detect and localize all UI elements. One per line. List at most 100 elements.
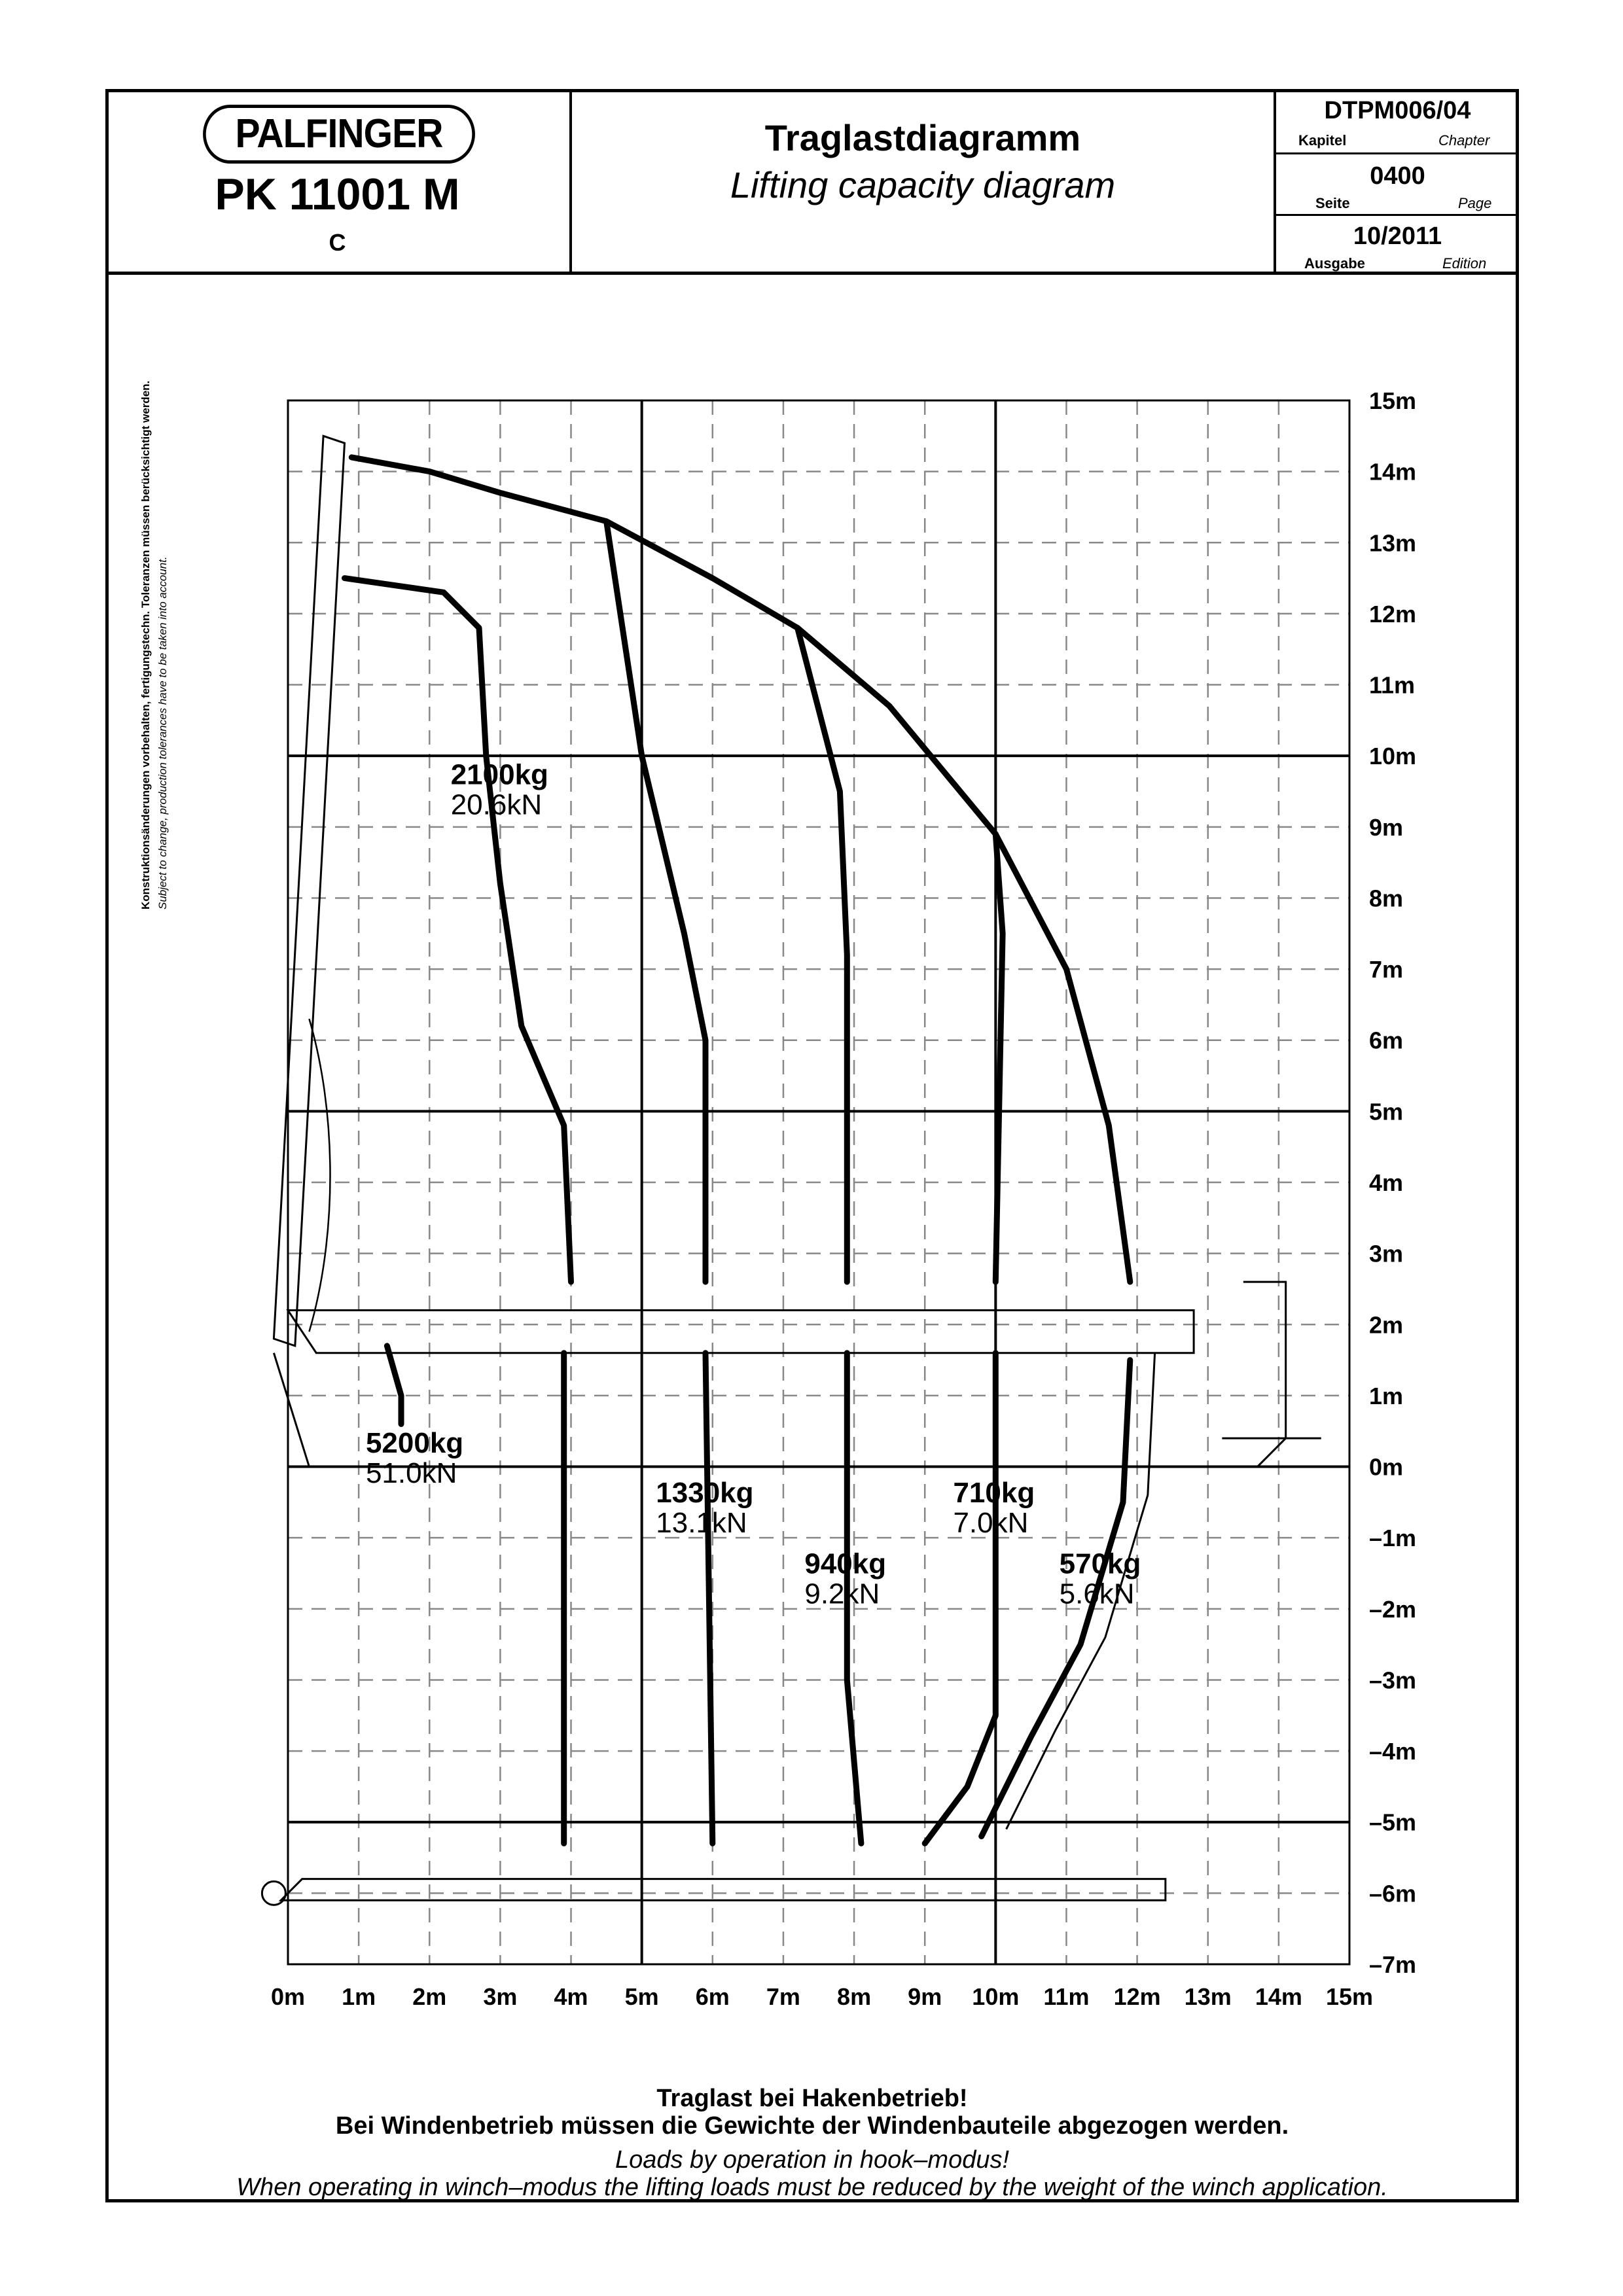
load-label-kn: 7.0kN: [953, 1507, 1028, 1539]
y-tick-label: 3m: [1369, 1241, 1403, 1267]
y-tick-label: 1m: [1369, 1383, 1403, 1409]
edition-number: 10/2011: [1353, 222, 1442, 250]
envelope-line: [348, 454, 1133, 1285]
x-tick-labels: 0m 1m 2m 3m 4m 5m 6m 7m 8m 9m 10m 11m 12m 13m 14m 15m: [271, 1983, 1373, 2010]
load-label-kn: 9.2kN: [804, 1578, 880, 1610]
note-de-line1: Traglast bei Hakenbetrieb!: [656, 2085, 968, 2112]
y-tick-label: 8m: [1369, 885, 1403, 911]
load-label-kn: 51.0kN: [366, 1457, 457, 1489]
load-label-kg: 710kg: [953, 1477, 1035, 1509]
x-tick-label: 2m: [412, 1983, 446, 2010]
y-tick-label: 11m: [1369, 672, 1415, 699]
chapter-label-en: Chapter: [1438, 132, 1490, 149]
y-tick-label: 7m: [1369, 956, 1403, 983]
load-label-kn: 20.6kN: [451, 789, 542, 821]
crane-stowed-base: [260, 1880, 287, 1906]
load-label-kn: 5.6kN: [1060, 1578, 1135, 1610]
x-tick-label: 10m: [972, 1983, 1019, 2010]
page-label-en: Page: [1458, 195, 1492, 211]
info-divider-1: [1275, 152, 1519, 154]
y-tick-label: 6m: [1369, 1027, 1403, 1054]
title-english: Lifting capacity diagram: [730, 164, 1116, 205]
x-tick-label: 12m: [1114, 1983, 1161, 2010]
info-divider-2: [1275, 214, 1519, 216]
x-tick-label: 6m: [696, 1983, 730, 2010]
y-tick-label: 5m: [1369, 1098, 1403, 1125]
x-tick-label: 15m: [1326, 1983, 1373, 2010]
y-tick-label: 12m: [1369, 601, 1416, 627]
load-label-kg: 940kg: [804, 1548, 886, 1580]
x-tick-label: 7m: [766, 1983, 800, 2010]
capacity-curve: [794, 625, 850, 1285]
header-divider-left: [569, 89, 572, 274]
y-tick-label: 2m: [1369, 1311, 1403, 1338]
y-tick-label: 9m: [1369, 814, 1403, 841]
crane-column-boom: [272, 434, 346, 1347]
edition-label-de: Ausgabe: [1304, 255, 1365, 272]
crane-rear-view: [1222, 1280, 1321, 1468]
x-tick-label: 8m: [837, 1983, 871, 2010]
envelope-curve: [348, 454, 1133, 1285]
y-tick-label: 15m: [1369, 387, 1416, 414]
load-label-kg: 1330kg: [656, 1477, 753, 1509]
y-tick-label: 14m: [1369, 459, 1416, 486]
document-frame: [105, 89, 1519, 2202]
lower-capacity-curve: [702, 1350, 716, 1846]
load-label-kn: 13.1kN: [656, 1507, 747, 1539]
grid-minor: [288, 400, 1349, 1964]
palfinger-logo: PALFINGER: [203, 105, 475, 164]
x-tick-label: 14m: [1255, 1983, 1302, 2010]
doc-number: DTPM006/04: [1324, 97, 1471, 124]
plot-border: [287, 399, 1351, 1966]
x-tick-label: 3m: [483, 1983, 517, 2010]
lower-capacity-curves: [561, 1350, 999, 1846]
crane-drawing: [260, 434, 1321, 1906]
y-tick-label: –1m: [1369, 1525, 1416, 1551]
capacity-curve: [978, 1357, 1133, 1839]
x-tick-label: 9m: [908, 1983, 942, 2010]
load-label-kg: 2100kg: [451, 759, 548, 791]
y-tick-label: –7m: [1369, 1951, 1416, 1978]
x-tick-label: 0m: [271, 1983, 305, 2010]
y-tick-label: 0m: [1369, 1454, 1403, 1481]
y-tick-label: –5m: [1369, 1809, 1416, 1836]
lower-capacity-curve: [844, 1350, 865, 1846]
x-tick-label: 5m: [625, 1983, 659, 2010]
capacity-curve: [603, 518, 709, 1285]
capacity-curve: [342, 575, 574, 1285]
y-tick-label: –3m: [1369, 1667, 1416, 1693]
slewing-arc: [308, 1018, 331, 1332]
crane-boom-horizontal: [286, 1309, 1195, 1354]
lower-capacity-curve: [921, 1350, 999, 1846]
page-label-de: Seite: [1315, 195, 1350, 211]
header-divider-right: [1274, 89, 1276, 274]
capacity-curve-thin: [1005, 1352, 1156, 1830]
y-tick-label: –4m: [1369, 1738, 1416, 1765]
load-label-kg: 5200kg: [366, 1427, 463, 1459]
note-en-line1: Loads by operation in hook–modus!: [615, 2146, 1010, 2174]
chapter-label-de: Kapitel: [1298, 132, 1347, 149]
x-tick-label: 1m: [342, 1983, 376, 2010]
note-en-line2: When operating in winch–modus the liftin…: [236, 2174, 1388, 2201]
y-tick-label: 4m: [1369, 1169, 1403, 1196]
x-tick-label: 4m: [554, 1983, 588, 2010]
load-label-kg: 570kg: [1060, 1548, 1141, 1580]
x-tick-label: 11m: [1043, 1983, 1089, 2010]
x-tick-label: 13m: [1185, 1983, 1232, 2010]
crane-boom-stowed: [278, 1878, 1167, 1901]
title-german: Traglastdiagramm: [764, 117, 1081, 158]
crane-base: [272, 1352, 317, 1468]
header-divider: [105, 272, 1519, 275]
page-number: 0400: [1370, 162, 1425, 190]
y-tick-labels: 15m14m13m12m11m10m9m8m7m6m5m4m3m2m1m0m–1…: [1369, 387, 1416, 1978]
edition-label-en: Edition: [1442, 255, 1487, 272]
capacity-curve: [992, 831, 1006, 1285]
model-name: PK 11001 M: [215, 169, 460, 219]
capacity-curve: [383, 1343, 404, 1427]
model-variant: C: [329, 229, 346, 256]
y-tick-label: –6m: [1369, 1880, 1416, 1907]
capacity-curves: [342, 518, 1156, 1839]
y-tick-label: –2m: [1369, 1596, 1416, 1623]
